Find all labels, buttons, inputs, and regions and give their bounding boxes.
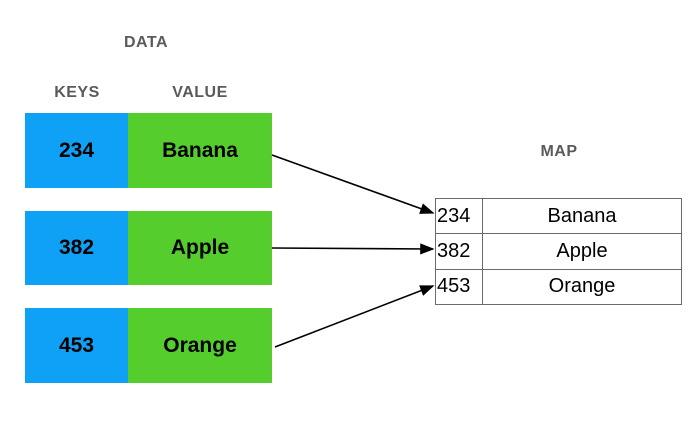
data-pair-row: 234 Banana xyxy=(25,113,272,188)
keys-header: KEYS xyxy=(54,84,100,101)
arrow-apple-to-map xyxy=(271,243,435,255)
map-key-cell: 453 xyxy=(436,269,483,304)
map-value-cell: Banana xyxy=(547,204,617,227)
map-table-row: 234 Banana xyxy=(436,199,681,235)
data-pair-row: 453 Orange xyxy=(25,308,272,383)
value-box: Orange xyxy=(128,308,272,383)
map-key-cell: 234 xyxy=(436,199,483,234)
arrow-banana-to-map xyxy=(271,154,435,214)
map-value-cell: Apple xyxy=(556,239,608,262)
key-box: 382 xyxy=(25,211,128,285)
map-table-row: 453 Orange xyxy=(436,269,681,304)
value-header: VALUE xyxy=(172,84,228,101)
map-label: MAP xyxy=(540,143,578,160)
value-box: Banana xyxy=(128,113,272,188)
data-label: DATA xyxy=(123,34,169,51)
key-box: 234 xyxy=(25,113,128,188)
arrow-orange-to-map xyxy=(274,285,435,348)
data-pair-row: 382 Apple xyxy=(25,211,272,285)
map-table-row: 382 Apple xyxy=(436,234,681,270)
map-table: 234 Banana 382 Apple 453 Orange xyxy=(435,198,682,305)
map-value-cell: Orange xyxy=(548,275,616,298)
map-key-cell: 382 xyxy=(436,234,483,269)
value-box: Apple xyxy=(128,211,272,285)
key-box: 453 xyxy=(25,308,128,383)
